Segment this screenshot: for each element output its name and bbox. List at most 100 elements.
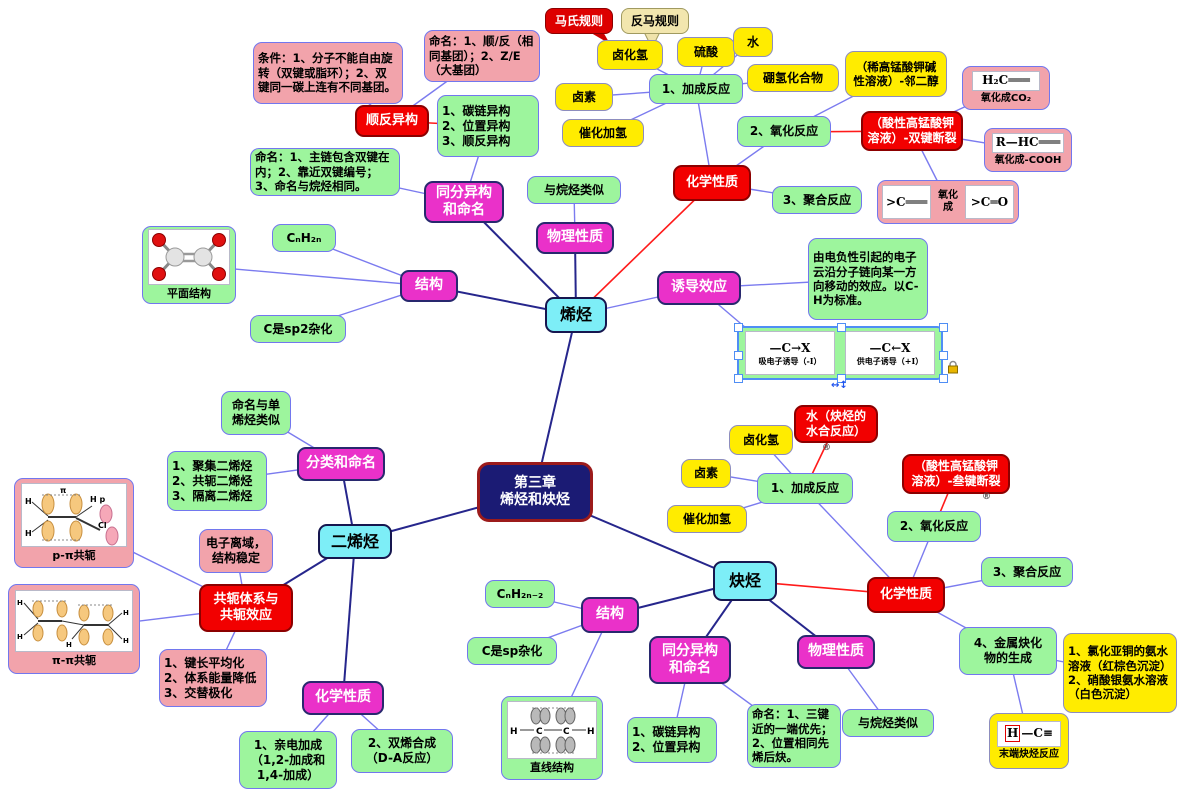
resize-handle[interactable] [939, 351, 948, 360]
alkene-formula-node[interactable]: CₙH₂ₙ [272, 224, 336, 252]
resize-handle[interactable] [837, 374, 846, 383]
alkyne-isomer-types-node[interactable]: 1、碳链异构 2、位置异构 [627, 717, 717, 763]
svg-text:H: H [587, 727, 595, 737]
svg-text:H: H [25, 529, 32, 538]
svg-text:H: H [66, 641, 72, 649]
acetylide-tests-node[interactable]: 1、氯化亚铜的氨水溶液（红棕色沉淀）2、硝酸银氨水溶液（白色沉淀） [1063, 633, 1177, 713]
svg-text:H: H [17, 599, 23, 607]
alkyne-structure-node[interactable]: 结构 [581, 597, 639, 633]
linear-caption: 直线结构 [530, 761, 574, 775]
svg-text:C: C [563, 727, 570, 737]
alkyne-halogen-node[interactable]: 卤素 [681, 459, 731, 488]
svg-text:π: π [60, 486, 66, 495]
alkene-physical-note-node[interactable]: 与烷烃类似 [527, 176, 621, 204]
alkyne-oxidation-node[interactable]: 2、氧化反应 [887, 511, 981, 542]
alkene-water-node[interactable]: 水 [733, 27, 773, 57]
alkyne-formula-node[interactable]: CₙH₂ₙ₋₂ [485, 580, 555, 608]
alkyne-addition-node[interactable]: 1、加成反应 [757, 473, 853, 504]
resize-handle[interactable] [837, 323, 846, 332]
diels-alder-node[interactable]: 2、双烯合成 （D-A反应） [351, 729, 453, 773]
edit-controls-icon[interactable]: ↔↕ [831, 380, 848, 391]
resize-handle[interactable] [939, 323, 948, 332]
cis-trans-condition-node[interactable]: 条件：1、分子不能自由旋转（双键或脂环）；2、双键同一碳上连有不同基团。 [253, 42, 403, 104]
alkene-halogen-node[interactable]: 卤素 [555, 83, 613, 111]
induction-effect-node[interactable]: 诱导效应 [657, 271, 741, 305]
alkene-hydrogenation-node[interactable]: 催化加氢 [562, 119, 644, 147]
terminal-h: H [1005, 725, 1021, 743]
acidic-kmno4-alkyne-node[interactable]: （酸性高锰酸钾 溶液）-叁键断裂 [902, 454, 1010, 494]
oxidize-to-ketone-node[interactable]: >C═══ 氧化成 >C═O [877, 180, 1019, 224]
withdrawing-caption: 吸电子诱导（-I） [758, 355, 822, 366]
alkene-addition-node[interactable]: 1、加成反应 [649, 74, 743, 104]
p-pi-conjugation-node[interactable]: H H H p Cl π p-π共轭 [14, 478, 134, 568]
ethylene-model-image [148, 229, 230, 286]
induction-definition-node[interactable]: 由电负性引起的电子云沿分子链向某一方向移动的效应。以C-H为标准。 [808, 238, 928, 320]
cis-trans-naming-node[interactable]: 命名：1、顺/反（相同基团）；2、Z/E（大基团） [424, 30, 540, 82]
alkyne-hydration-node[interactable]: 水（炔烃的 水合反应） [794, 405, 878, 443]
central-topic[interactable]: 第三章 烯烃和炔烃 [477, 462, 593, 522]
alkene-hybridization-node[interactable]: C是sp2杂化 [250, 315, 346, 343]
alkyne-hybridization-node[interactable]: C是sp杂化 [467, 637, 557, 665]
donating-caption: 供电子诱导（+I） [856, 355, 924, 366]
metal-acetylide-node[interactable]: 4、金属炔化 物的生成 [959, 627, 1057, 675]
alkene-borane-node[interactable]: 硼氢化合物 [747, 64, 839, 92]
alkyne-isomerism-node[interactable]: 同分异构 和命名 [649, 636, 731, 684]
pi-pi-caption: π-π共轭 [52, 654, 96, 668]
cis-trans-node[interactable]: 顺反异构 [355, 105, 429, 137]
alkene-oxidation-node[interactable]: 2、氧化反应 [737, 116, 831, 147]
alkyne-polymerization-node[interactable]: 3、聚合反应 [981, 557, 1073, 587]
oxidize-to-co2-node[interactable]: H₂C═══ 氧化成CO₂ [962, 66, 1050, 110]
markovnikov-callout[interactable]: 马氏规则 [545, 8, 613, 34]
alkyne-physical-node[interactable]: 物理性质 [797, 635, 875, 669]
induction-images-node[interactable]: —C→X 吸电子诱导（-I） —C←X 供电子诱导（+I） ↔↕ [734, 323, 958, 391]
alkene-chemical-node[interactable]: 化学性质 [673, 165, 751, 201]
donating-formula: —C←X [869, 340, 911, 355]
alkyne-physical-note-node[interactable]: 与烷烃类似 [842, 709, 934, 737]
ketone-fragment-image: >C═O [964, 185, 1014, 219]
acidic-kmno4-alkene-node[interactable]: （酸性高锰酸钾 溶液）-双键断裂 [861, 111, 963, 151]
alkene-naming-rule-node[interactable]: 命名：1、主链包含双键在内；2、靠近双键编号；3、命名与烷烃相同。 [250, 148, 400, 196]
delocalization-node[interactable]: 电子离域， 结构稳定 [199, 529, 273, 573]
resize-handle[interactable] [734, 323, 743, 332]
svg-text:H: H [510, 727, 518, 737]
conjugation-effects-node[interactable]: 1、键长平均化 2、体系能量降低 3、交替极化 [159, 649, 267, 707]
svg-text:C: C [536, 727, 543, 737]
diene-classification-node[interactable]: 分类和命名 [297, 447, 385, 481]
topic-alkyne[interactable]: 炔烃 [713, 561, 777, 601]
alkene-structure-node[interactable]: 结构 [400, 270, 458, 302]
alkyne-naming-rule-node[interactable]: 命名：1、三键近的一端优先；2、位置相同先烯后炔。 [747, 704, 841, 768]
alkene-polymerization-node[interactable]: 3、聚合反应 [772, 186, 862, 214]
resize-handle[interactable] [734, 374, 743, 383]
alkene-hx-node[interactable]: 卤化氢 [597, 40, 663, 70]
alkyne-hx-node[interactable]: 卤化氢 [729, 425, 793, 455]
electrophilic-addition-node[interactable]: 1、亲电加成 （1,2-加成和 1,4-加成） [239, 731, 337, 789]
topic-alkene[interactable]: 烯烃 [545, 297, 607, 333]
rhc-formula-image: R—HC═══ [992, 133, 1064, 153]
topic-diene[interactable]: 二烯烃 [318, 524, 392, 559]
diene-naming-note-node[interactable]: 命名与单 烯烃类似 [221, 391, 291, 435]
alkene-planar-structure-node[interactable]: 平面结构 [142, 226, 236, 304]
alkene-h2so4-node[interactable]: 硫酸 [677, 37, 735, 67]
terminal-rest: —C≡ [1021, 726, 1053, 741]
lock-icon [947, 345, 959, 378]
alkyne-linear-structure-node[interactable]: H C C H 直线结构 [501, 696, 603, 780]
p-pi-caption: p-π共轭 [52, 549, 96, 563]
alkyne-chemical-node[interactable]: 化学性质 [867, 577, 945, 613]
terminal-alkyne-node[interactable]: H—C≡ 末端炔烃反应 [989, 713, 1069, 769]
pi-pi-orbital-image: H H H H H [15, 590, 133, 653]
alkene-isomer-types-node[interactable]: 1、碳链异构 2、位置异构 3、顺反异构 [437, 95, 539, 157]
conjugation-node[interactable]: 共轭体系与 共轭效应 [199, 584, 293, 632]
oxidize-to-cooh-node[interactable]: R—HC═══ 氧化成-COOH [984, 128, 1072, 172]
resize-handle[interactable] [734, 351, 743, 360]
co2-caption: 氧化成CO₂ [980, 92, 1032, 104]
resize-handle[interactable] [939, 374, 948, 383]
alkene-physical-node[interactable]: 物理性质 [536, 222, 614, 254]
pi-pi-conjugation-node[interactable]: H H H H H π-π共轭 [8, 584, 140, 674]
dilute-kmno4-node[interactable]: （稀高锰酸钾碱 性溶液）-邻二醇 [845, 51, 947, 97]
alkene-isomerism-node[interactable]: 同分异构 和命名 [424, 181, 504, 223]
anti-markovnikov-callout[interactable]: 反马规则 [621, 8, 689, 34]
diene-chemical-node[interactable]: 化学性质 [302, 681, 384, 715]
diene-types-node[interactable]: 1、聚集二烯烃 2、共轭二烯烃 3、隔离二烯烃 [167, 451, 267, 511]
alkyne-hydrogenation-node[interactable]: 催化加氢 [667, 505, 747, 533]
